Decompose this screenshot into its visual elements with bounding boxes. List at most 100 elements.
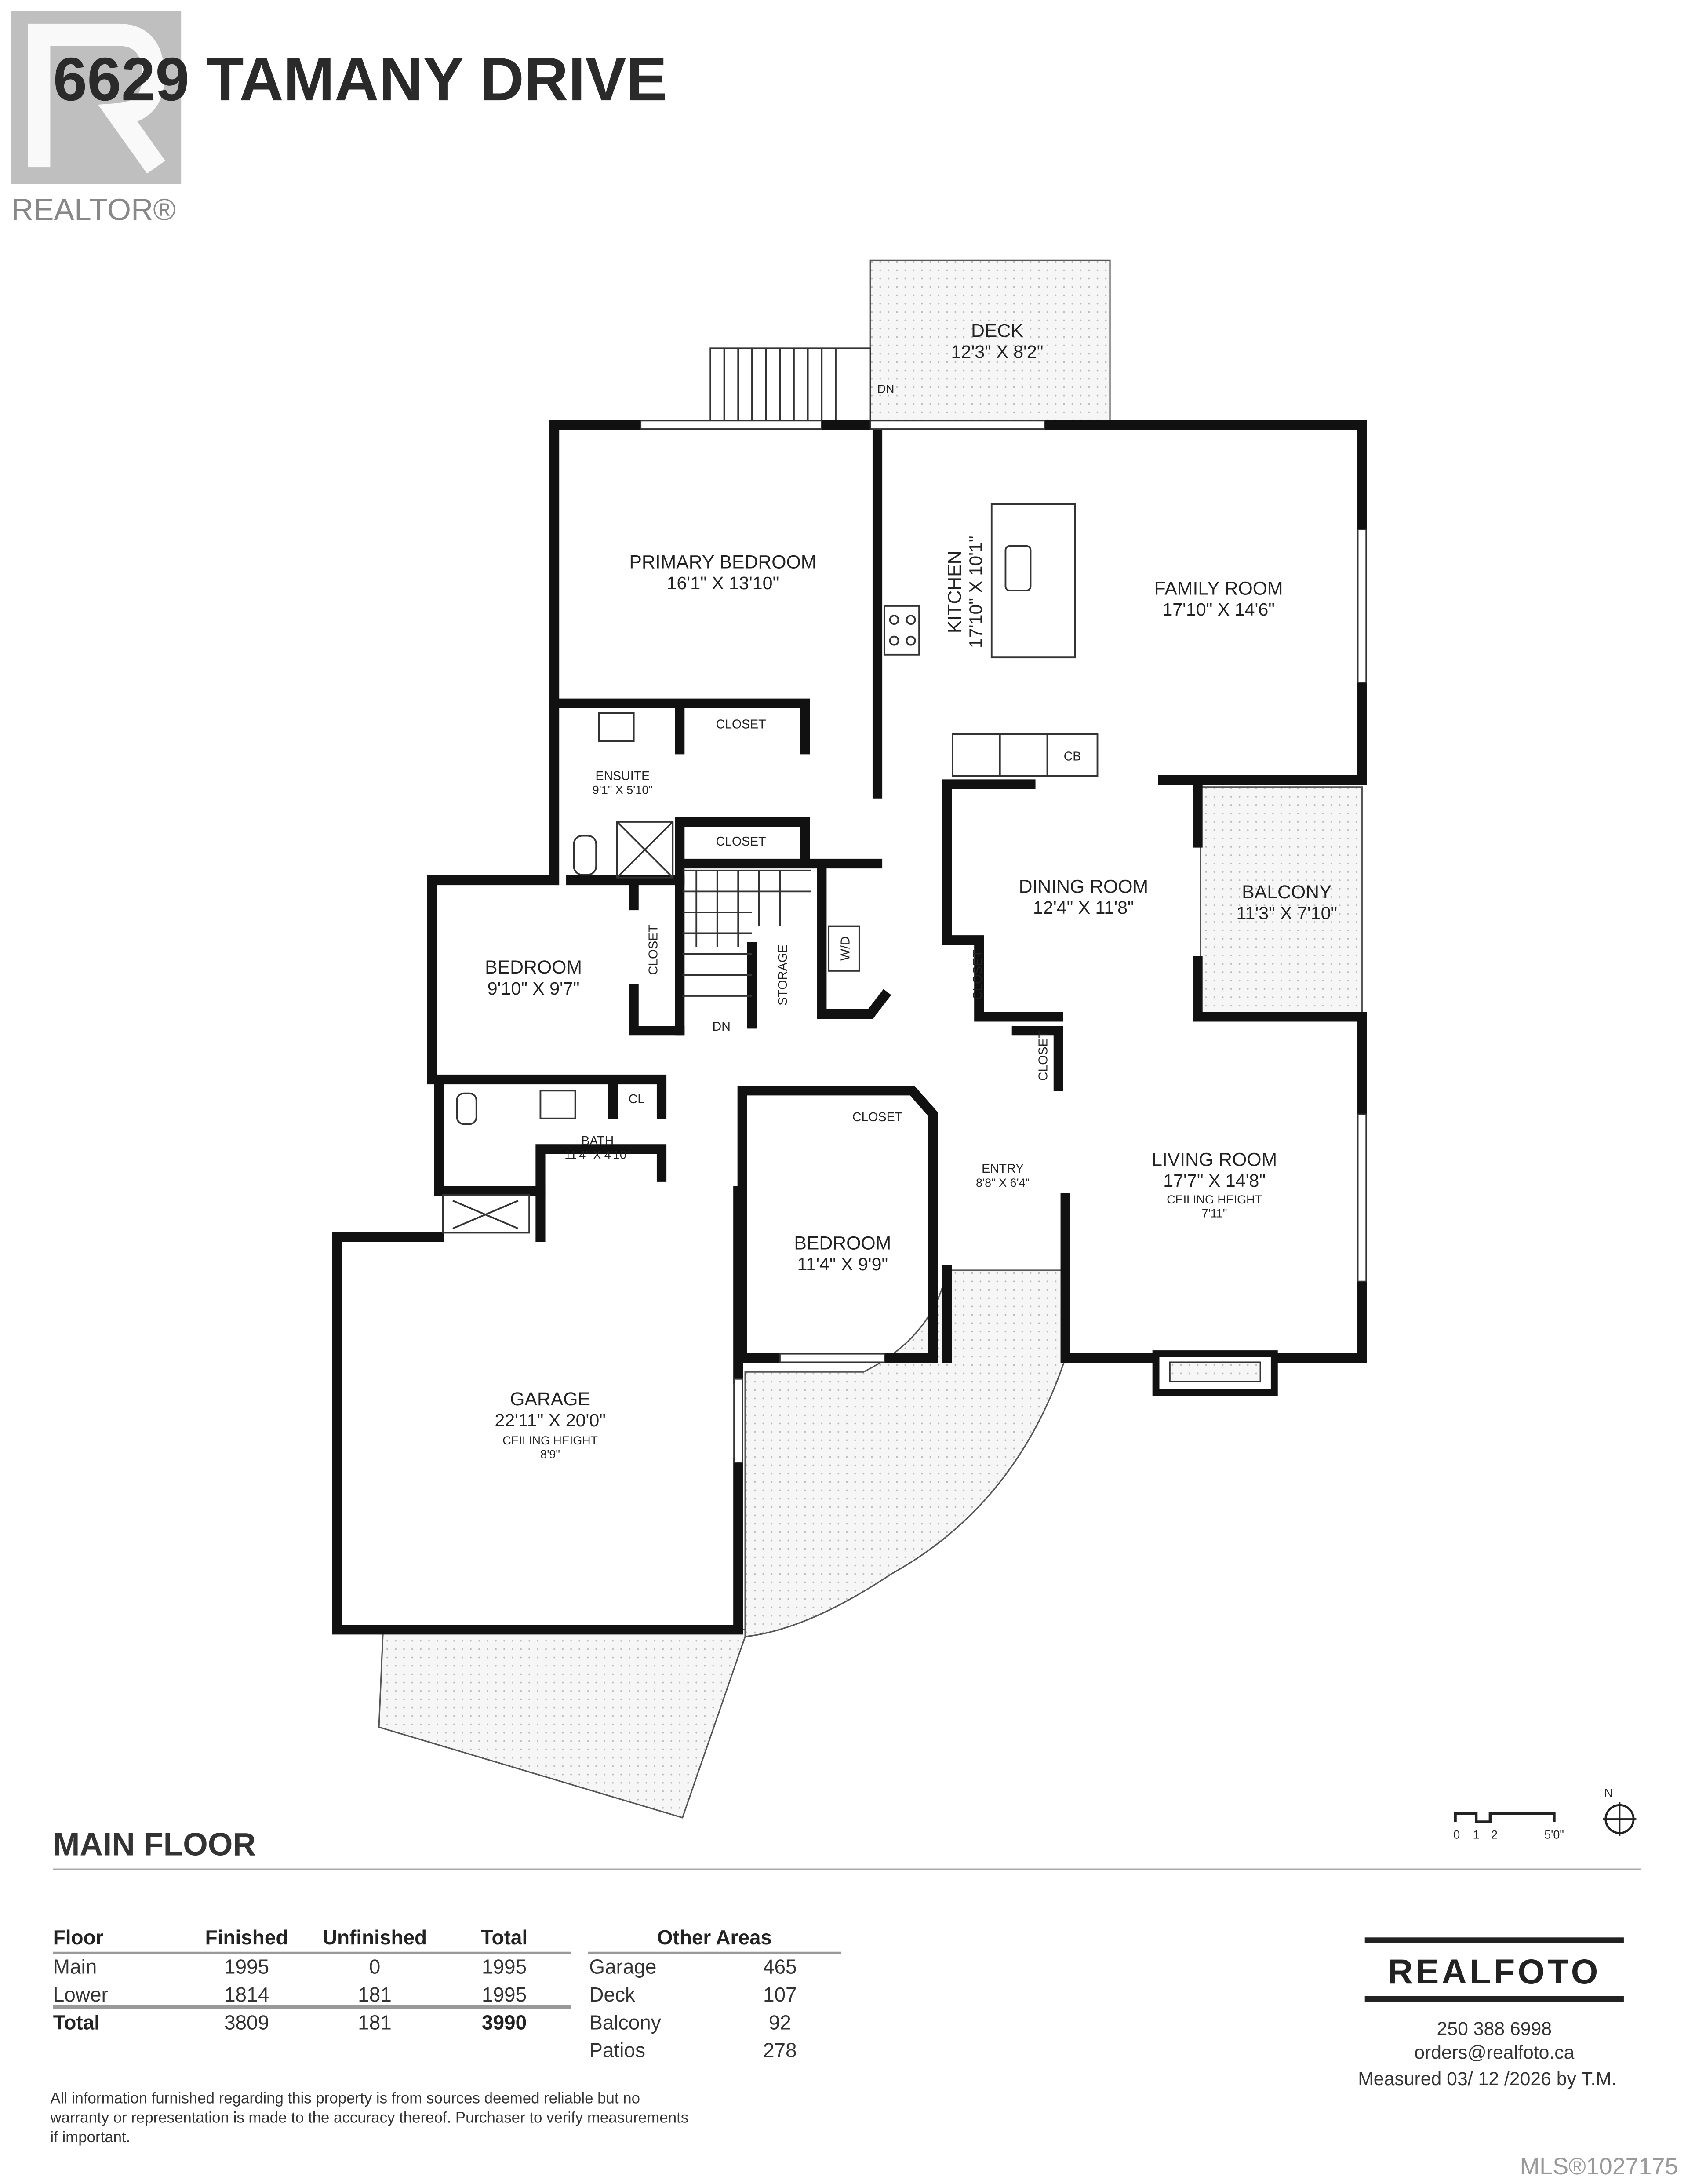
room-family-room: FAMILY ROOM 17'10" X 14'6" — [1154, 578, 1283, 620]
closet-label: CLOSET — [716, 835, 766, 849]
svg-text:17'7" X 14'8": 17'7" X 14'8" — [1163, 1170, 1266, 1191]
page-title: 6629 TAMANY DRIVE — [53, 45, 667, 113]
realfoto-logo: REALFOTO — [1364, 1937, 1624, 2002]
windows — [640, 420, 1367, 1463]
svg-text:1995: 1995 — [482, 1983, 527, 2006]
svg-text:9'10" X 9'7": 9'10" X 9'7" — [487, 978, 580, 999]
svg-text:Floor: Floor — [53, 1926, 104, 1949]
room-deck: DECK 12'3" X 8'2" DN — [877, 321, 1044, 396]
table-row: Garage 465 — [589, 1955, 797, 1978]
room-kitchen: KITCHEN 17'10" X 10'1" — [944, 536, 986, 648]
room-ensuite: ENSUITE 9'1" X 5'10" — [593, 769, 653, 797]
svg-text:12'4" X 11'8": 12'4" X 11'8" — [1033, 897, 1134, 918]
svg-text:2: 2 — [1491, 1828, 1498, 1841]
svg-text:107: 107 — [763, 1983, 797, 2006]
svg-text:0: 0 — [1453, 1828, 1460, 1841]
svg-text:N: N — [1604, 1786, 1612, 1799]
room-living-room: LIVING ROOM 17'7" X 14'8" CEILING HEIGHT… — [1152, 1149, 1277, 1220]
svg-text:5'0": 5'0" — [1544, 1828, 1564, 1841]
table-row: Balcony 92 — [589, 2011, 791, 2034]
svg-text:Deck: Deck — [589, 1983, 636, 2006]
realtor-logo: REALTOR® — [11, 11, 182, 227]
table-row: Lower 1814 181 1995 — [53, 1983, 527, 2006]
measured-by: Measured 03/ 12 /2026 by T.M. — [1358, 2068, 1617, 2089]
mls-number: MLS®1027175 — [1520, 2153, 1678, 2180]
svg-text:181: 181 — [358, 2011, 392, 2034]
walkway-patio — [744, 1269, 1066, 1637]
svg-text:REALFOTO: REALFOTO — [1388, 1952, 1601, 1991]
svg-text:Finished: Finished — [205, 1926, 288, 1949]
svg-text:181: 181 — [358, 1983, 392, 2006]
svg-text:3990: 3990 — [482, 2011, 527, 2034]
svg-text:Lower: Lower — [53, 1983, 108, 2006]
stairs-down-label: DN — [713, 1020, 731, 1034]
svg-text:DECK: DECK — [971, 321, 1023, 342]
table-row: Deck 107 — [589, 1983, 797, 2006]
svg-text:BEDROOM: BEDROOM — [485, 957, 582, 978]
svg-text:Other Areas: Other Areas — [657, 1926, 772, 1949]
room-balcony: BALCONY 11'3" X 7'10" — [1237, 882, 1338, 923]
svg-text:465: 465 — [763, 1955, 797, 1978]
room-bedroom-1: BEDROOM 9'10" X 9'7" — [485, 957, 582, 999]
svg-text:Total: Total — [53, 2011, 100, 2034]
table-total-row: Total 3809 181 3990 — [53, 2011, 527, 2034]
realtor-logo-text: REALTOR® — [11, 193, 176, 227]
svg-text:8'9": 8'9" — [540, 1448, 560, 1461]
closet-label: CLOSET — [647, 925, 661, 975]
svg-text:92: 92 — [769, 2011, 791, 2034]
svg-text:warranty or representation is: warranty or representation is made to th… — [50, 2109, 688, 2126]
storage-label: STORAGE — [776, 944, 790, 1006]
company-phone: 250 388 6998 — [1437, 2018, 1552, 2039]
balcony-area — [1200, 786, 1363, 1015]
svg-text:Garage: Garage — [589, 1955, 656, 1978]
svg-text:11'3" X 7'10": 11'3" X 7'10" — [1237, 903, 1338, 923]
company-email: orders@realfoto.ca — [1414, 2042, 1574, 2063]
svg-text:PRIMARY BEDROOM: PRIMARY BEDROOM — [629, 551, 816, 572]
walls — [332, 420, 1367, 1635]
closet-label: CLOSET — [852, 1110, 902, 1124]
room-bath: BATH 11'4" X 4'10" — [564, 1134, 630, 1162]
svg-text:Patios: Patios — [589, 2039, 645, 2062]
svg-text:KITCHEN: KITCHEN — [944, 551, 965, 633]
svg-text:9'1" X 5'10": 9'1" X 5'10" — [593, 784, 653, 797]
closet-label: CLOSET — [716, 718, 766, 732]
svg-text:BEDROOM: BEDROOM — [794, 1232, 891, 1254]
svg-text:11'4" X 9'9": 11'4" X 9'9" — [797, 1254, 888, 1274]
svg-text:12'3" X 8'2": 12'3" X 8'2" — [951, 342, 1044, 362]
svg-text:Total: Total — [481, 1926, 528, 1949]
closet-label: CLOSET — [971, 950, 985, 1000]
svg-text:7'11": 7'11" — [1202, 1207, 1227, 1220]
driveway-patio — [378, 1629, 746, 1819]
svg-text:11'4" X 4'10": 11'4" X 4'10" — [564, 1149, 630, 1162]
svg-text:All information furnished rega: All information furnished regarding this… — [50, 2089, 640, 2107]
svg-text:1814: 1814 — [224, 1983, 269, 2006]
svg-text:ENSUITE: ENSUITE — [596, 769, 650, 783]
svg-text:0: 0 — [369, 1955, 381, 1978]
svg-text:CEILING HEIGHT: CEILING HEIGHT — [502, 1434, 598, 1447]
svg-text:17'10" X 10'1": 17'10" X 10'1" — [966, 536, 986, 648]
scale-bar: 0 1 2 5'0" — [1453, 1812, 1564, 1841]
svg-text:GARAGE: GARAGE — [510, 1389, 590, 1410]
svg-text:BALCONY: BALCONY — [1242, 882, 1331, 903]
svg-text:8'8" X 6'4": 8'8" X 6'4" — [976, 1176, 1030, 1189]
svg-text:1995: 1995 — [224, 1955, 269, 1978]
floor-label: MAIN FLOOR — [53, 1827, 256, 1862]
area-table: Floor Finished Unfinished Total Main 199… — [53, 1926, 571, 2034]
svg-text:Balcony: Balcony — [589, 2011, 661, 2034]
svg-text:1: 1 — [1473, 1828, 1480, 1841]
room-garage: GARAGE 22'11" X 20'0" CEILING HEIGHT 8'9… — [495, 1389, 606, 1461]
room-dining-room: DINING ROOM 12'4" X 11'8" — [1019, 876, 1149, 918]
disclaimer: All information furnished regarding this… — [50, 2089, 688, 2146]
svg-text:3809: 3809 — [224, 2011, 269, 2034]
room-entry: ENTRY 8'8" X 6'4" — [976, 1162, 1030, 1189]
svg-text:if important.: if important. — [50, 2129, 130, 2146]
cb-label: CB — [1064, 750, 1081, 764]
fixtures — [442, 503, 1099, 1234]
svg-text:16'1" X 13'10": 16'1" X 13'10" — [667, 573, 779, 593]
room-bedroom-2: BEDROOM 11'4" X 9'9" — [794, 1232, 891, 1274]
north-compass-icon: N — [1603, 1786, 1637, 1836]
svg-text:DINING ROOM: DINING ROOM — [1019, 876, 1149, 897]
